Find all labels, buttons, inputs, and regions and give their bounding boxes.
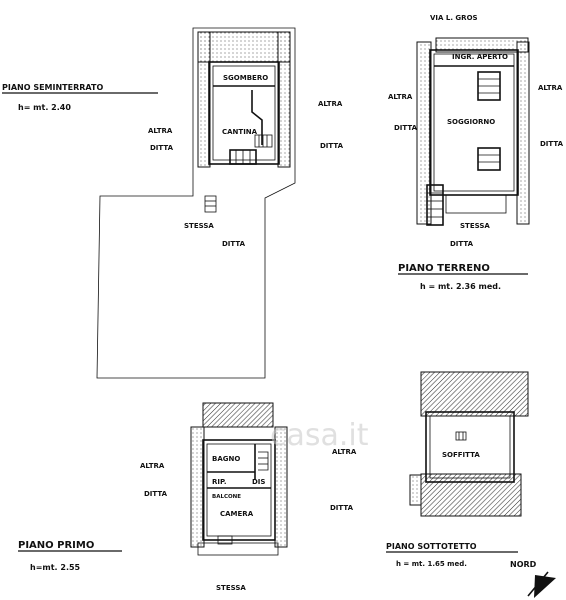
primo-title: PIANO PRIMO [18, 540, 94, 551]
terreno-height: h = mt. 2.36 med. [420, 282, 501, 291]
seminterrato-title: PIANO SEMINTERRATO [2, 83, 103, 92]
seminterrato-stair-wall [251, 90, 263, 145]
terreno-street: VIA L. GROS [430, 14, 478, 22]
sottotetto-hatch-opening [455, 431, 467, 441]
terreno-bottom-stessa: STESSA [460, 222, 490, 230]
sottotetto-ground-strip [409, 474, 422, 506]
primo-room-bagno: BAGNO [212, 455, 240, 463]
seminterrato-ground-strip-right [277, 31, 291, 168]
sottotetto-plan: SOFFITTA PIANO SOTTOTETTO h = mt. 1.65 m… [386, 371, 529, 568]
primo-house-walls [202, 439, 276, 541]
primo-left-ditta: DITTA [144, 490, 168, 498]
primo-window [217, 535, 233, 545]
north-arrow-icon [534, 575, 556, 598]
seminterrato-left-altra: ALTRA [148, 127, 173, 135]
sottotetto-room-soffitta: SOFFITTA [442, 451, 480, 459]
seminterrato-left-ditta: DITTA [150, 144, 174, 152]
watermark: casa.it [270, 418, 369, 453]
primo-right-ditta: DITTA [330, 504, 354, 512]
primo-room-camera: CAMERA [220, 510, 254, 518]
seminterrato-right-altra: ALTRA [318, 100, 343, 108]
terreno-room-ingresso: INGR. APERTO [452, 53, 508, 61]
primo-balcony-bottom [197, 542, 279, 556]
seminterrato-bottom-ditta: DITTA [222, 240, 246, 248]
sottotetto-title: PIANO SOTTOTETTO [386, 542, 477, 551]
primo-height: h=mt. 2.55 [30, 563, 81, 572]
terreno-house-inner [433, 53, 515, 192]
sottotetto-height: h = mt. 1.65 med. [396, 560, 467, 568]
north-label: NORD [510, 560, 537, 569]
terreno-stair-bottom [477, 147, 501, 171]
primo-plan: BAGNO RIP. DIS BALCONE CAMERA ALTRA DITT… [18, 402, 357, 592]
sottotetto-house-walls [425, 411, 515, 483]
primo-right-altra: ALTRA [332, 448, 357, 456]
primo-roof-hatch [202, 402, 274, 428]
sottotetto-house-inner [429, 415, 511, 479]
seminterrato-room-cantina: CANTINA [222, 128, 258, 136]
terreno-external-stair [426, 184, 444, 226]
seminterrato-stair [254, 134, 273, 148]
primo-bottom-stessa: STESSA [216, 584, 246, 592]
sottotetto-roof-hatch-bottom [420, 473, 522, 517]
seminterrato-height: h= mt. 2.40 [18, 103, 71, 112]
terreno-ground-strip-right [516, 41, 530, 225]
terreno-ground-strip-left [416, 41, 432, 225]
seminterrato-bottom-stessa: STESSA [184, 222, 214, 230]
primo-left-altra: ALTRA [140, 462, 165, 470]
terreno-right-altra: ALTRA [538, 84, 563, 92]
primo-room-rip: RIP. [212, 478, 227, 486]
terreno-right-ditta: DITTA [540, 140, 564, 148]
primo-room-balcone: BALCONE [212, 494, 241, 500]
terreno-bottom-ditta: DITTA [450, 240, 474, 248]
terreno-terrace [445, 194, 507, 214]
north-arrow: NORD [510, 560, 556, 598]
seminterrato-yard-stair [204, 195, 217, 213]
primo-house-inner [206, 443, 272, 537]
seminterrato-room-sgombero: SGOMBERO [223, 74, 268, 82]
seminterrato-plan: SGOMBERO CANTINA PIANO SEMINTERRATO h= m… [2, 27, 344, 379]
seminterrato-right-ditta: DITTA [320, 142, 344, 150]
sottotetto-roof-hatch-top [420, 371, 529, 417]
seminterrato-yard-outline [96, 27, 296, 379]
terreno-left-ditta: DITTA [394, 124, 418, 132]
terreno-room-soggiorno: SOGGIORNO [447, 118, 495, 126]
seminterrato-ground-strip [197, 31, 291, 63]
seminterrato-ground-strip-left [197, 31, 211, 168]
terreno-title: PIANO TERRENO [398, 263, 490, 274]
terreno-left-altra: ALTRA [388, 93, 413, 101]
terreno-plan: VIA L. GROS INGR. APERTO SOGGIORNO ALTRA… [388, 14, 564, 291]
seminterrato-house-inner [212, 65, 276, 161]
primo-ground-strip-left [190, 426, 205, 548]
primo-room-dis: DIS [252, 478, 265, 486]
primo-stair [258, 451, 269, 471]
